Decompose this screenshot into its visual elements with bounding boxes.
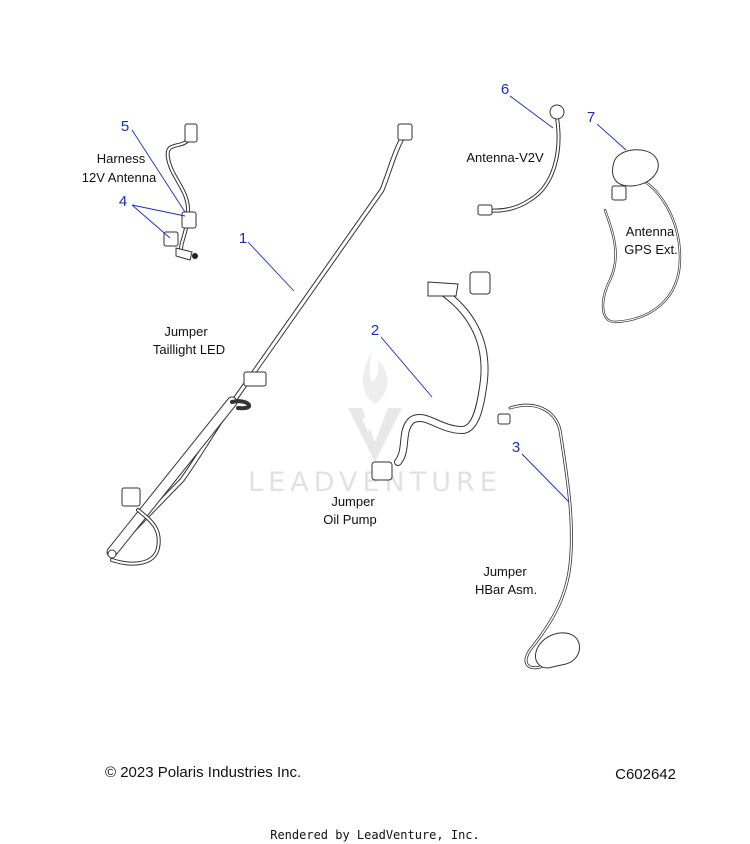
callout-number-1: 1 bbox=[239, 230, 247, 247]
harness-12v-antenna-part[interactable] bbox=[163, 123, 198, 261]
label-3-line2: HBar Asm. bbox=[475, 582, 537, 597]
callout-number-4: 4 bbox=[119, 193, 127, 210]
label-5-line1: Harness bbox=[97, 151, 146, 166]
jumper-taillight-led-part[interactable] bbox=[106, 123, 413, 566]
label-6-line1: Antenna-V2V bbox=[466, 150, 544, 165]
callout-number-5: 5 bbox=[121, 118, 129, 135]
figure-code: C602642 bbox=[615, 766, 676, 783]
callout-number-7: 7 bbox=[587, 109, 595, 126]
jumper-oil-pump-part[interactable] bbox=[371, 271, 491, 481]
label-7-line2: GPS Ext. bbox=[624, 242, 677, 257]
leader-3 bbox=[521, 453, 570, 503]
leader-4b bbox=[131, 204, 171, 239]
label-5-line2: 12V Antenna bbox=[82, 170, 157, 185]
rendered-by-text: Rendered by LeadVenture, Inc. bbox=[270, 828, 480, 842]
label-2-line2: Oil Pump bbox=[323, 512, 376, 527]
leader-6 bbox=[509, 95, 554, 129]
leader-5 bbox=[131, 129, 186, 213]
copyright-text: © 2023 Polaris Industries Inc. bbox=[105, 764, 301, 781]
jumper-hbar-asm-part[interactable] bbox=[497, 403, 581, 670]
leader-2 bbox=[380, 336, 433, 398]
leader-7 bbox=[596, 123, 627, 151]
watermark-logo bbox=[348, 352, 402, 462]
leader-1 bbox=[247, 241, 295, 292]
label-3-line1: Jumper bbox=[483, 564, 527, 579]
callout-number-6: 6 bbox=[501, 81, 509, 98]
callout-number-3: 3 bbox=[512, 439, 520, 456]
leader-4a bbox=[131, 204, 186, 217]
label-7-line1: Antenna bbox=[626, 224, 675, 239]
label-1-line1: Jumper bbox=[164, 324, 208, 339]
label-1-line2: Taillight LED bbox=[153, 342, 225, 357]
antenna-gps-ext-part[interactable] bbox=[601, 149, 682, 324]
antenna-v2v-part[interactable] bbox=[477, 104, 565, 216]
callout-number-2: 2 bbox=[371, 322, 379, 339]
label-2-line1: Jumper bbox=[331, 494, 375, 509]
